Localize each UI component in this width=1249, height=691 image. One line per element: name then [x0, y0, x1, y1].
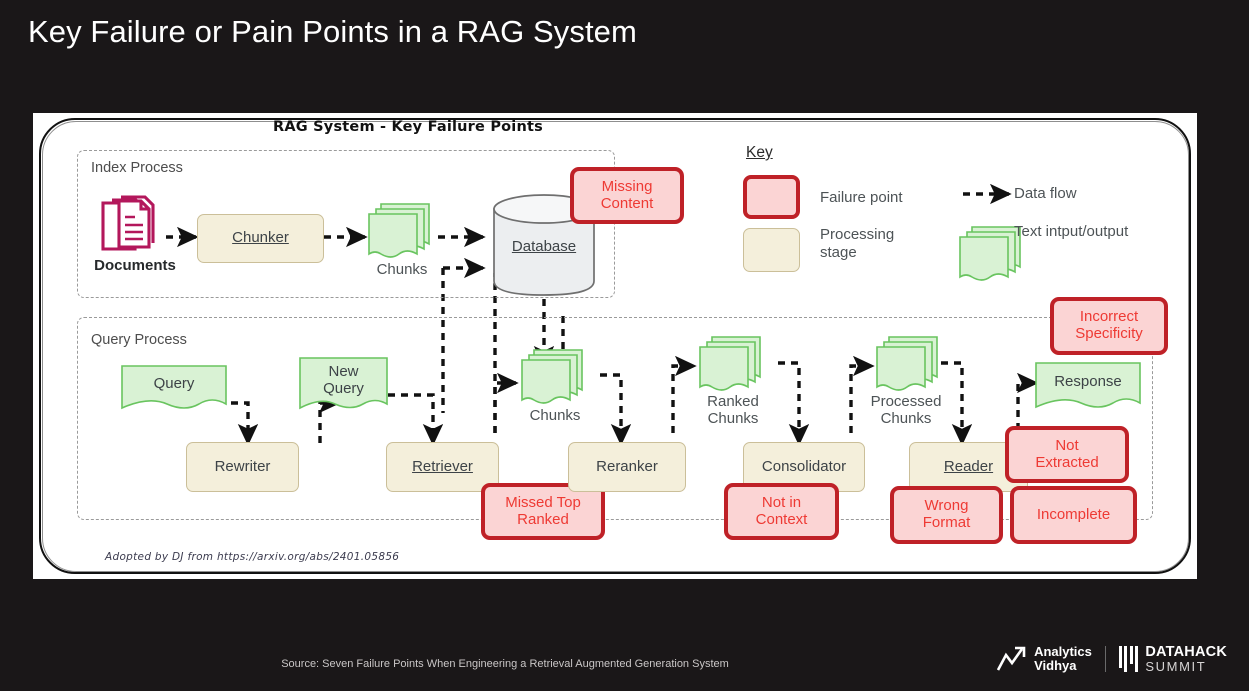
chunks-query-icon	[521, 349, 583, 404]
analytics-vidhya-text: Analytics Vidhya	[1034, 645, 1092, 672]
footer-logos: Analytics Vidhya DATAHACK SUMMIT	[997, 639, 1227, 679]
documents-node: Documents	[94, 195, 176, 281]
diagram-panel: RAG System - Key Failure Points	[33, 113, 1197, 579]
key-stage-label: Processing stage	[820, 226, 895, 261]
query-text-io-icon	[121, 365, 227, 410]
chunks-index-node: Chunks	[363, 200, 441, 285]
query-label: Query	[153, 374, 195, 392]
chunks-query-label: Chunks	[529, 407, 581, 424]
data-flow-arrows	[166, 226, 1039, 446]
database-node[interactable]: Database	[488, 191, 600, 299]
diagram-attribution: Adopted by DJ from https://arxiv.org/abs…	[105, 551, 400, 563]
ranked-chunks-icon	[699, 336, 761, 391]
query-process-container	[77, 317, 1153, 520]
response-node: Response	[1033, 361, 1143, 419]
datahack-bars-icon	[1118, 645, 1139, 672]
new-query-text-io-icon	[299, 357, 388, 410]
av-line2: Vidhya	[1034, 658, 1077, 673]
query-process-label: Query Process	[91, 332, 187, 348]
database-icon	[493, 194, 595, 296]
failure-incomplete[interactable]: Incomplete	[1010, 486, 1137, 544]
analytics-vidhya-logo: Analytics Vidhya	[997, 645, 1092, 672]
page-title: Key Failure or Pain Points in a RAG Syst…	[28, 14, 637, 49]
dh-line2: SUMMIT	[1145, 658, 1207, 674]
key-textio-icon-wrap	[954, 223, 1032, 285]
text-io-icon	[368, 203, 430, 258]
retriever-stage[interactable]: Retriever	[386, 442, 499, 492]
datahack-summit-text: DATAHACK SUMMIT	[1145, 643, 1227, 674]
dh-line1: DATAHACK	[1145, 643, 1227, 660]
key-dataflow-text: Data flow	[1014, 185, 1077, 202]
key-dataflow-arrow-icon	[963, 183, 1012, 205]
reranker-stage[interactable]: Reranker	[568, 442, 686, 492]
response-text-io-icon	[1035, 362, 1141, 409]
processed-chunks-icon	[876, 336, 938, 391]
chunks-index-label: Chunks	[376, 261, 428, 278]
database-label: Database	[511, 238, 577, 255]
documents-icon	[101, 195, 155, 251]
response-label: Response	[1054, 372, 1122, 390]
key-stage-text: Processing stage	[820, 226, 930, 261]
key-title: Key	[746, 144, 773, 161]
key-text-io-icon	[959, 226, 1021, 281]
key-stage-swatch	[743, 228, 800, 272]
logo-divider	[1104, 646, 1106, 672]
query-node: Query	[119, 364, 229, 420]
av-line1: Analytics	[1034, 644, 1092, 660]
rewriter-stage[interactable]: Rewriter	[186, 442, 299, 492]
key-textio-label: Text intput/output	[1014, 223, 1129, 240]
chunks-query-node: Chunks	[516, 346, 594, 431]
chunker-stage[interactable]: Chunker	[197, 214, 324, 263]
failure-incomplete-label: Incomplete	[1036, 505, 1111, 523]
key-failure-text: Failure point	[820, 189, 903, 206]
analytics-vidhya-arrow-icon	[997, 646, 1026, 671]
diagram-title: RAG System - Key Failure Points	[33, 119, 1197, 135]
key-failure-swatch	[743, 175, 800, 219]
datahack-summit-logo: DATAHACK SUMMIT	[1118, 643, 1227, 674]
index-process-container	[77, 150, 615, 298]
documents-label: Documents	[94, 257, 176, 274]
diagram-title-text: RAG System - Key Failure Points	[273, 119, 543, 135]
index-process-label: Index Process	[91, 160, 183, 176]
key-textio-text: Text intput/output	[1014, 223, 1164, 241]
source-line: Source: Seven Failure Points When Engine…	[281, 658, 729, 670]
